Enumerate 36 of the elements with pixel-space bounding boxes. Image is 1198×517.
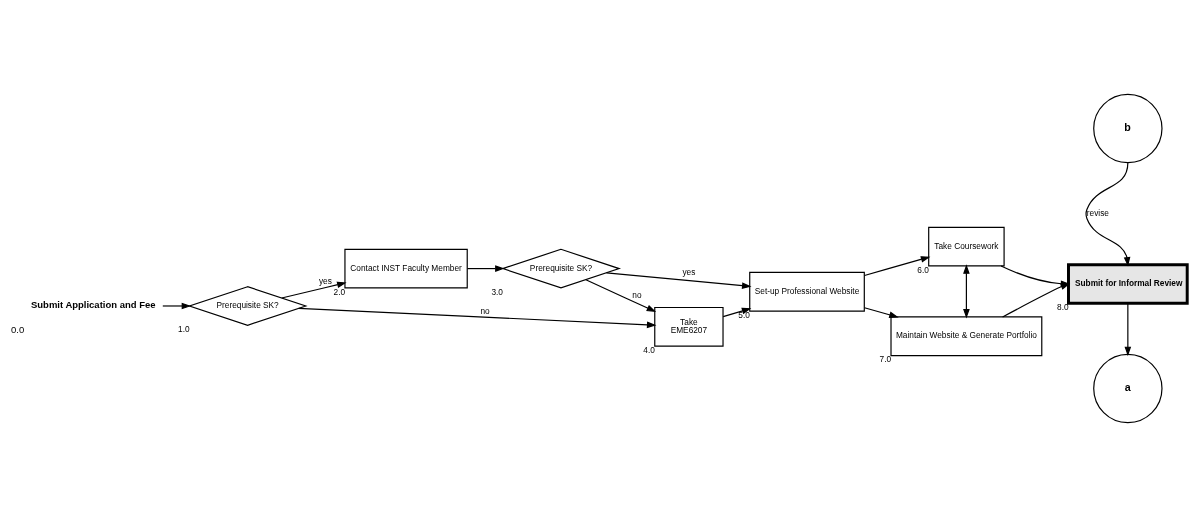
edge-label: yes (682, 266, 696, 277)
node-label: 4.0 (643, 344, 655, 355)
node-label: 6.0 (917, 264, 929, 275)
arrow (298, 307, 657, 329)
edge-label: no (480, 306, 490, 317)
arrow (162, 302, 192, 310)
node-box: Take EME6207 (654, 306, 724, 347)
node-label: 1.0 (178, 323, 190, 334)
node-box: Take Coursework (928, 226, 1005, 267)
arrow (605, 272, 752, 289)
arrow (466, 265, 505, 272)
node-label: 2.0 (333, 286, 346, 297)
arrow (1124, 302, 1132, 357)
node-label: 0.0 (11, 323, 25, 335)
arrow (585, 279, 657, 312)
arrow (1085, 162, 1131, 267)
arrow (863, 307, 899, 318)
edge-label: no (632, 290, 642, 301)
node-circle: a (1093, 353, 1163, 424)
edge-label: yes (318, 275, 332, 286)
edge-label: revise (1086, 208, 1109, 219)
node-circle: b (1093, 93, 1163, 164)
arrow (863, 256, 931, 277)
arrow (281, 281, 347, 299)
node-text: Submit Application and Fee (30, 298, 156, 310)
node-label: 3.0 (491, 286, 503, 297)
node-box: Set-up Professional Website (749, 271, 865, 312)
node-label: 7.0 (879, 354, 892, 365)
arrow (963, 264, 970, 319)
node-box: Contact INST Faculty Member (344, 248, 468, 289)
node-diamond: Prerequisite SK? (187, 286, 308, 326)
node-label: 5.0 (738, 309, 750, 320)
arrow (722, 307, 752, 318)
node-box: Maintain Website & Generate Portfolio (890, 316, 1043, 357)
node-box: Submit for Informal Review (1067, 263, 1189, 305)
node-label: 8.0 (1057, 301, 1069, 312)
